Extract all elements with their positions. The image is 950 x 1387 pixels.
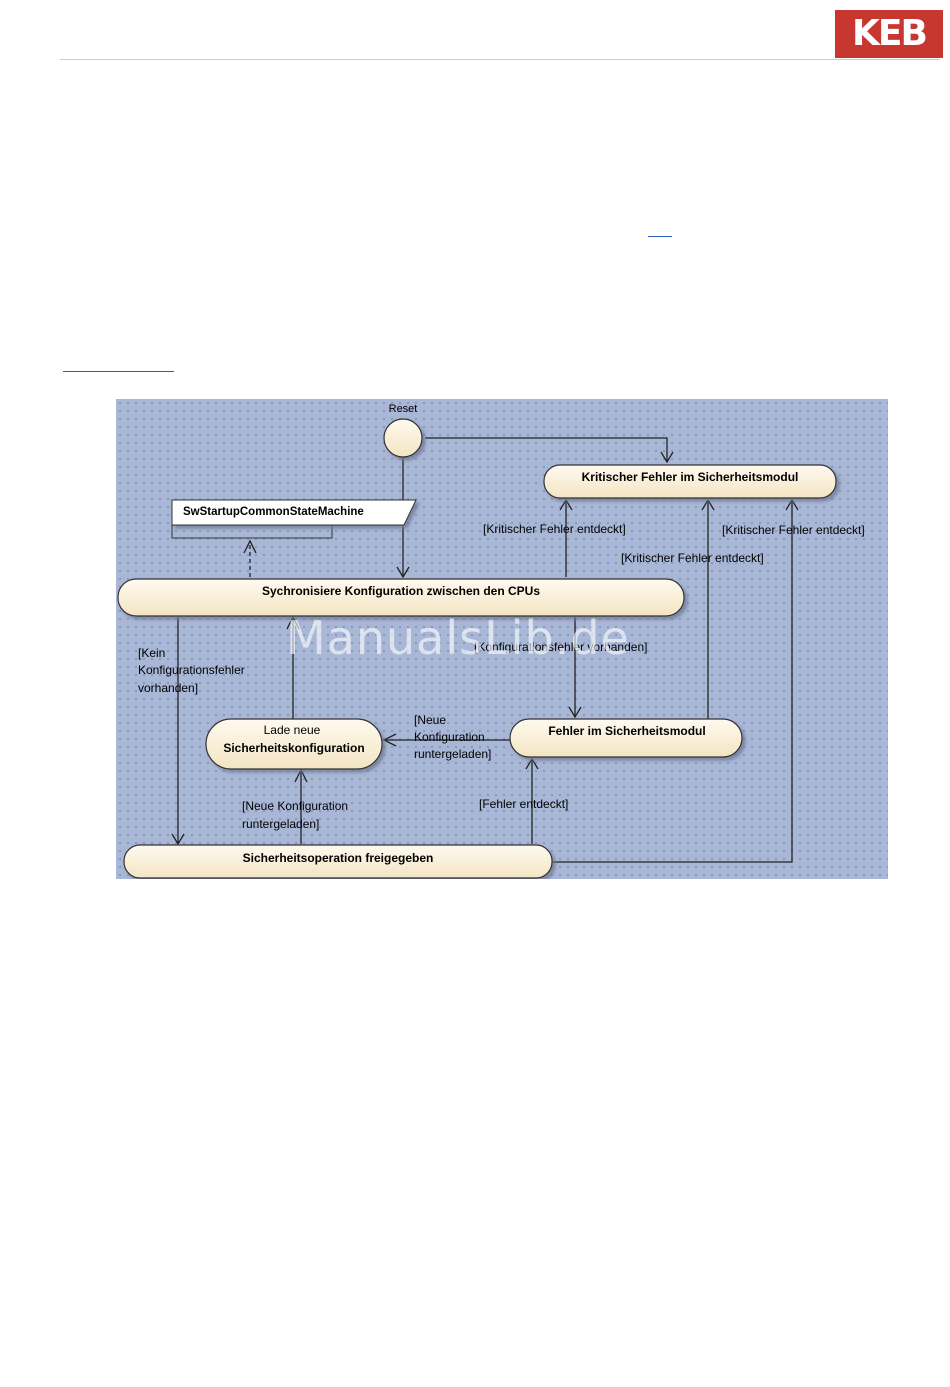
state-sync-label: Sychronisiere Konfiguration zwischen den…: [262, 584, 540, 598]
guard-new-from-error-1: [Neue: [414, 713, 446, 727]
guard-error-detected: [Fehler entdeckt]: [479, 797, 568, 811]
initial-state-reset: [383, 418, 423, 458]
link-underline-2[interactable]: [63, 371, 174, 372]
header-rule: [60, 59, 940, 60]
state-error-label: Fehler im Sicherheitsmodul: [548, 724, 705, 738]
link-underline-1[interactable]: [648, 236, 672, 237]
guard-new-from-operation-1: [Neue Konfiguration: [242, 799, 348, 813]
guard-config-error: [Konfigurationsfehler vorhanden]: [474, 640, 647, 654]
submachine-label: SwStartupCommonStateMachine: [183, 506, 364, 518]
transition-lines: [171, 437, 799, 863]
guard-critical-from-sync: [Kritischer Fehler entdeckt]: [483, 522, 626, 536]
keb-logo: KEB: [835, 10, 943, 58]
state-load-label-2: Sicherheitskonfiguration: [223, 741, 364, 755]
state-load-configuration: [205, 718, 383, 770]
guard-new-from-operation-2: runtergeladen]: [242, 817, 319, 831]
state-synchronize: [117, 578, 685, 617]
guard-critical-from-error: [Kritischer Fehler entdeckt]: [621, 551, 764, 565]
guard-no-error-2: Konfigurationsfehler: [138, 663, 245, 677]
transition-reset-critical: [425, 437, 668, 462]
state-machine-diagram: Reset SwStartupCommonStateMachine Kritis…: [116, 399, 888, 879]
state-module-error: [509, 718, 743, 758]
state-critical-label: Kritischer Fehler im Sicherheitsmodul: [582, 470, 799, 484]
state-load-label-1: Lade neue: [264, 723, 321, 737]
state-safety-operation: [123, 844, 553, 879]
submachine-box: SwStartupCommonStateMachine: [171, 499, 417, 539]
guard-new-from-error-2: Konfiguration: [414, 730, 485, 744]
guard-critical-from-operation: [Kritischer Fehler entdeckt]: [722, 523, 865, 537]
state-critical-error: [543, 464, 837, 499]
transition-operation-critical: [552, 500, 793, 863]
guard-no-error-3: vorhanden]: [138, 681, 198, 695]
guard-no-error-1: [Kein: [138, 646, 165, 660]
initial-state-label: Reset: [389, 403, 418, 415]
guard-new-from-error-3: runtergeladen]: [414, 747, 491, 761]
state-operation-label: Sicherheitsoperation freigegeben: [243, 851, 434, 865]
